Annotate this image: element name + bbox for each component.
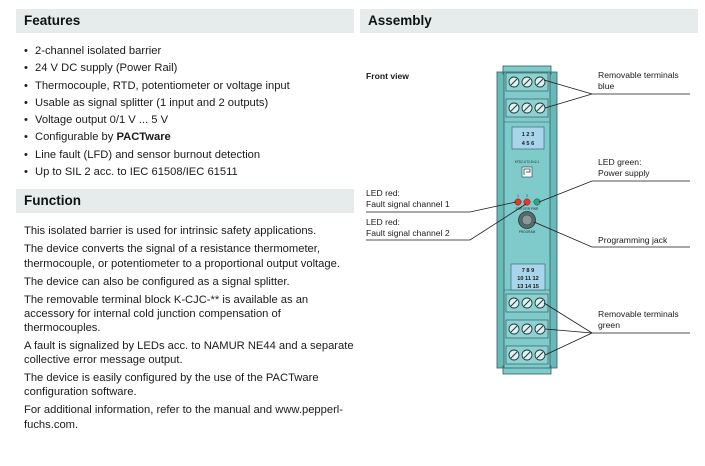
function-heading: Function bbox=[16, 189, 354, 214]
programming-jack[interactable] bbox=[518, 211, 536, 229]
led-caption: ERR ERR PWR bbox=[516, 207, 539, 211]
label-terminals-blue-line1: Removable terminals bbox=[598, 70, 679, 80]
label-led-red-2-line1: LED red: bbox=[366, 217, 400, 227]
model-label: KFD2-UT2-Ex2-1 bbox=[515, 160, 540, 164]
terminal-number-label-top: 1 2 3 4 5 6 bbox=[511, 126, 545, 150]
list-item: Configurable by PACTware bbox=[24, 129, 354, 147]
terminal-block-green-3 bbox=[505, 345, 549, 365]
label-led-green-line2: Power supply bbox=[598, 168, 650, 178]
terminal-block-green-2 bbox=[505, 319, 549, 339]
function-paragraph: This isolated barrier is used for intrin… bbox=[24, 225, 317, 238]
terminal-block-green-1 bbox=[505, 293, 549, 313]
bottom-terminal-numbers-row2: 10 11 12 bbox=[517, 276, 538, 282]
brand-logo bbox=[521, 166, 533, 178]
led-number-1: 1 bbox=[517, 194, 519, 198]
function-paragraph: The device converts the signal of a resi… bbox=[24, 243, 340, 270]
label-terminals-blue-line2: blue bbox=[598, 81, 614, 91]
right-column: Assembly bbox=[360, 9, 698, 33]
list-item: Usable as signal splitter (1 input and 2… bbox=[24, 95, 354, 113]
list-item: 2-channel isolated barrier bbox=[24, 43, 354, 61]
label-programming-jack: Programming jack bbox=[598, 235, 668, 245]
list-item: 24 V DC supply (Power Rail) bbox=[24, 60, 354, 78]
led-number-2: 2 bbox=[526, 194, 528, 198]
label-led-red-1-line2: Fault signal channel 1 bbox=[366, 199, 450, 209]
top-terminal-numbers-row1: 1 2 3 bbox=[522, 132, 534, 138]
features-heading: Features bbox=[16, 9, 354, 33]
function-paragraph: The device is easily configured by the u… bbox=[24, 372, 319, 399]
front-view-label: Front view bbox=[366, 71, 409, 81]
device-housing bbox=[496, 65, 558, 375]
list-item: Line fault (LFD) and sensor burnout dete… bbox=[24, 147, 354, 165]
led-green-power bbox=[533, 198, 541, 206]
terminal-block-blue-1 bbox=[505, 72, 549, 92]
function-paragraph: The device can also be configured as a s… bbox=[24, 275, 290, 288]
program-label: PROGRAM bbox=[519, 230, 536, 234]
terminal-block-blue-2 bbox=[505, 98, 549, 118]
features-list: 2-channel isolated barrier 24 V DC suppl… bbox=[16, 43, 354, 182]
pactware-text: PACTware bbox=[116, 131, 171, 144]
led-red-channel-2 bbox=[523, 198, 531, 206]
top-terminal-numbers-row2: 4 5 6 bbox=[522, 141, 534, 147]
bottom-terminal-numbers-row3: 13 14 15 bbox=[517, 284, 539, 290]
configurable-text: Configurable by bbox=[35, 131, 117, 144]
label-led-green-line1: LED green: bbox=[598, 157, 641, 167]
function-paragraph: For additional information, refer to the… bbox=[24, 404, 344, 431]
label-led-red-2-line2: Fault signal channel 2 bbox=[366, 228, 450, 238]
function-text: This isolated barrier is used for intrin… bbox=[16, 224, 354, 431]
bottom-terminal-numbers-row1: 7 8 9 bbox=[522, 268, 534, 274]
label-led-red-1-line1: LED red: bbox=[366, 188, 400, 198]
list-item: Up to SIL 2 acc. to IEC 61508/IEC 61511 bbox=[24, 164, 354, 182]
list-item: Thermocouple, RTD, potentiometer or volt… bbox=[24, 78, 354, 96]
label-terminals-green-line2: green bbox=[598, 320, 620, 330]
assembly-heading: Assembly bbox=[360, 9, 698, 33]
list-item: Voltage output 0/1 V ... 5 V bbox=[24, 112, 354, 130]
left-column: Features 2-channel isolated barrier 24 V… bbox=[16, 9, 354, 436]
label-terminals-green-line1: Removable terminals bbox=[598, 309, 679, 319]
function-paragraph: A fault is signalized by LEDs acc. to NA… bbox=[24, 340, 354, 367]
callout-lines bbox=[366, 79, 690, 356]
terminal-number-label-bottom: 7 8 9 10 11 12 13 14 15 bbox=[510, 263, 546, 291]
function-paragraph: The removable terminal block K-CJC-** is… bbox=[24, 293, 309, 334]
